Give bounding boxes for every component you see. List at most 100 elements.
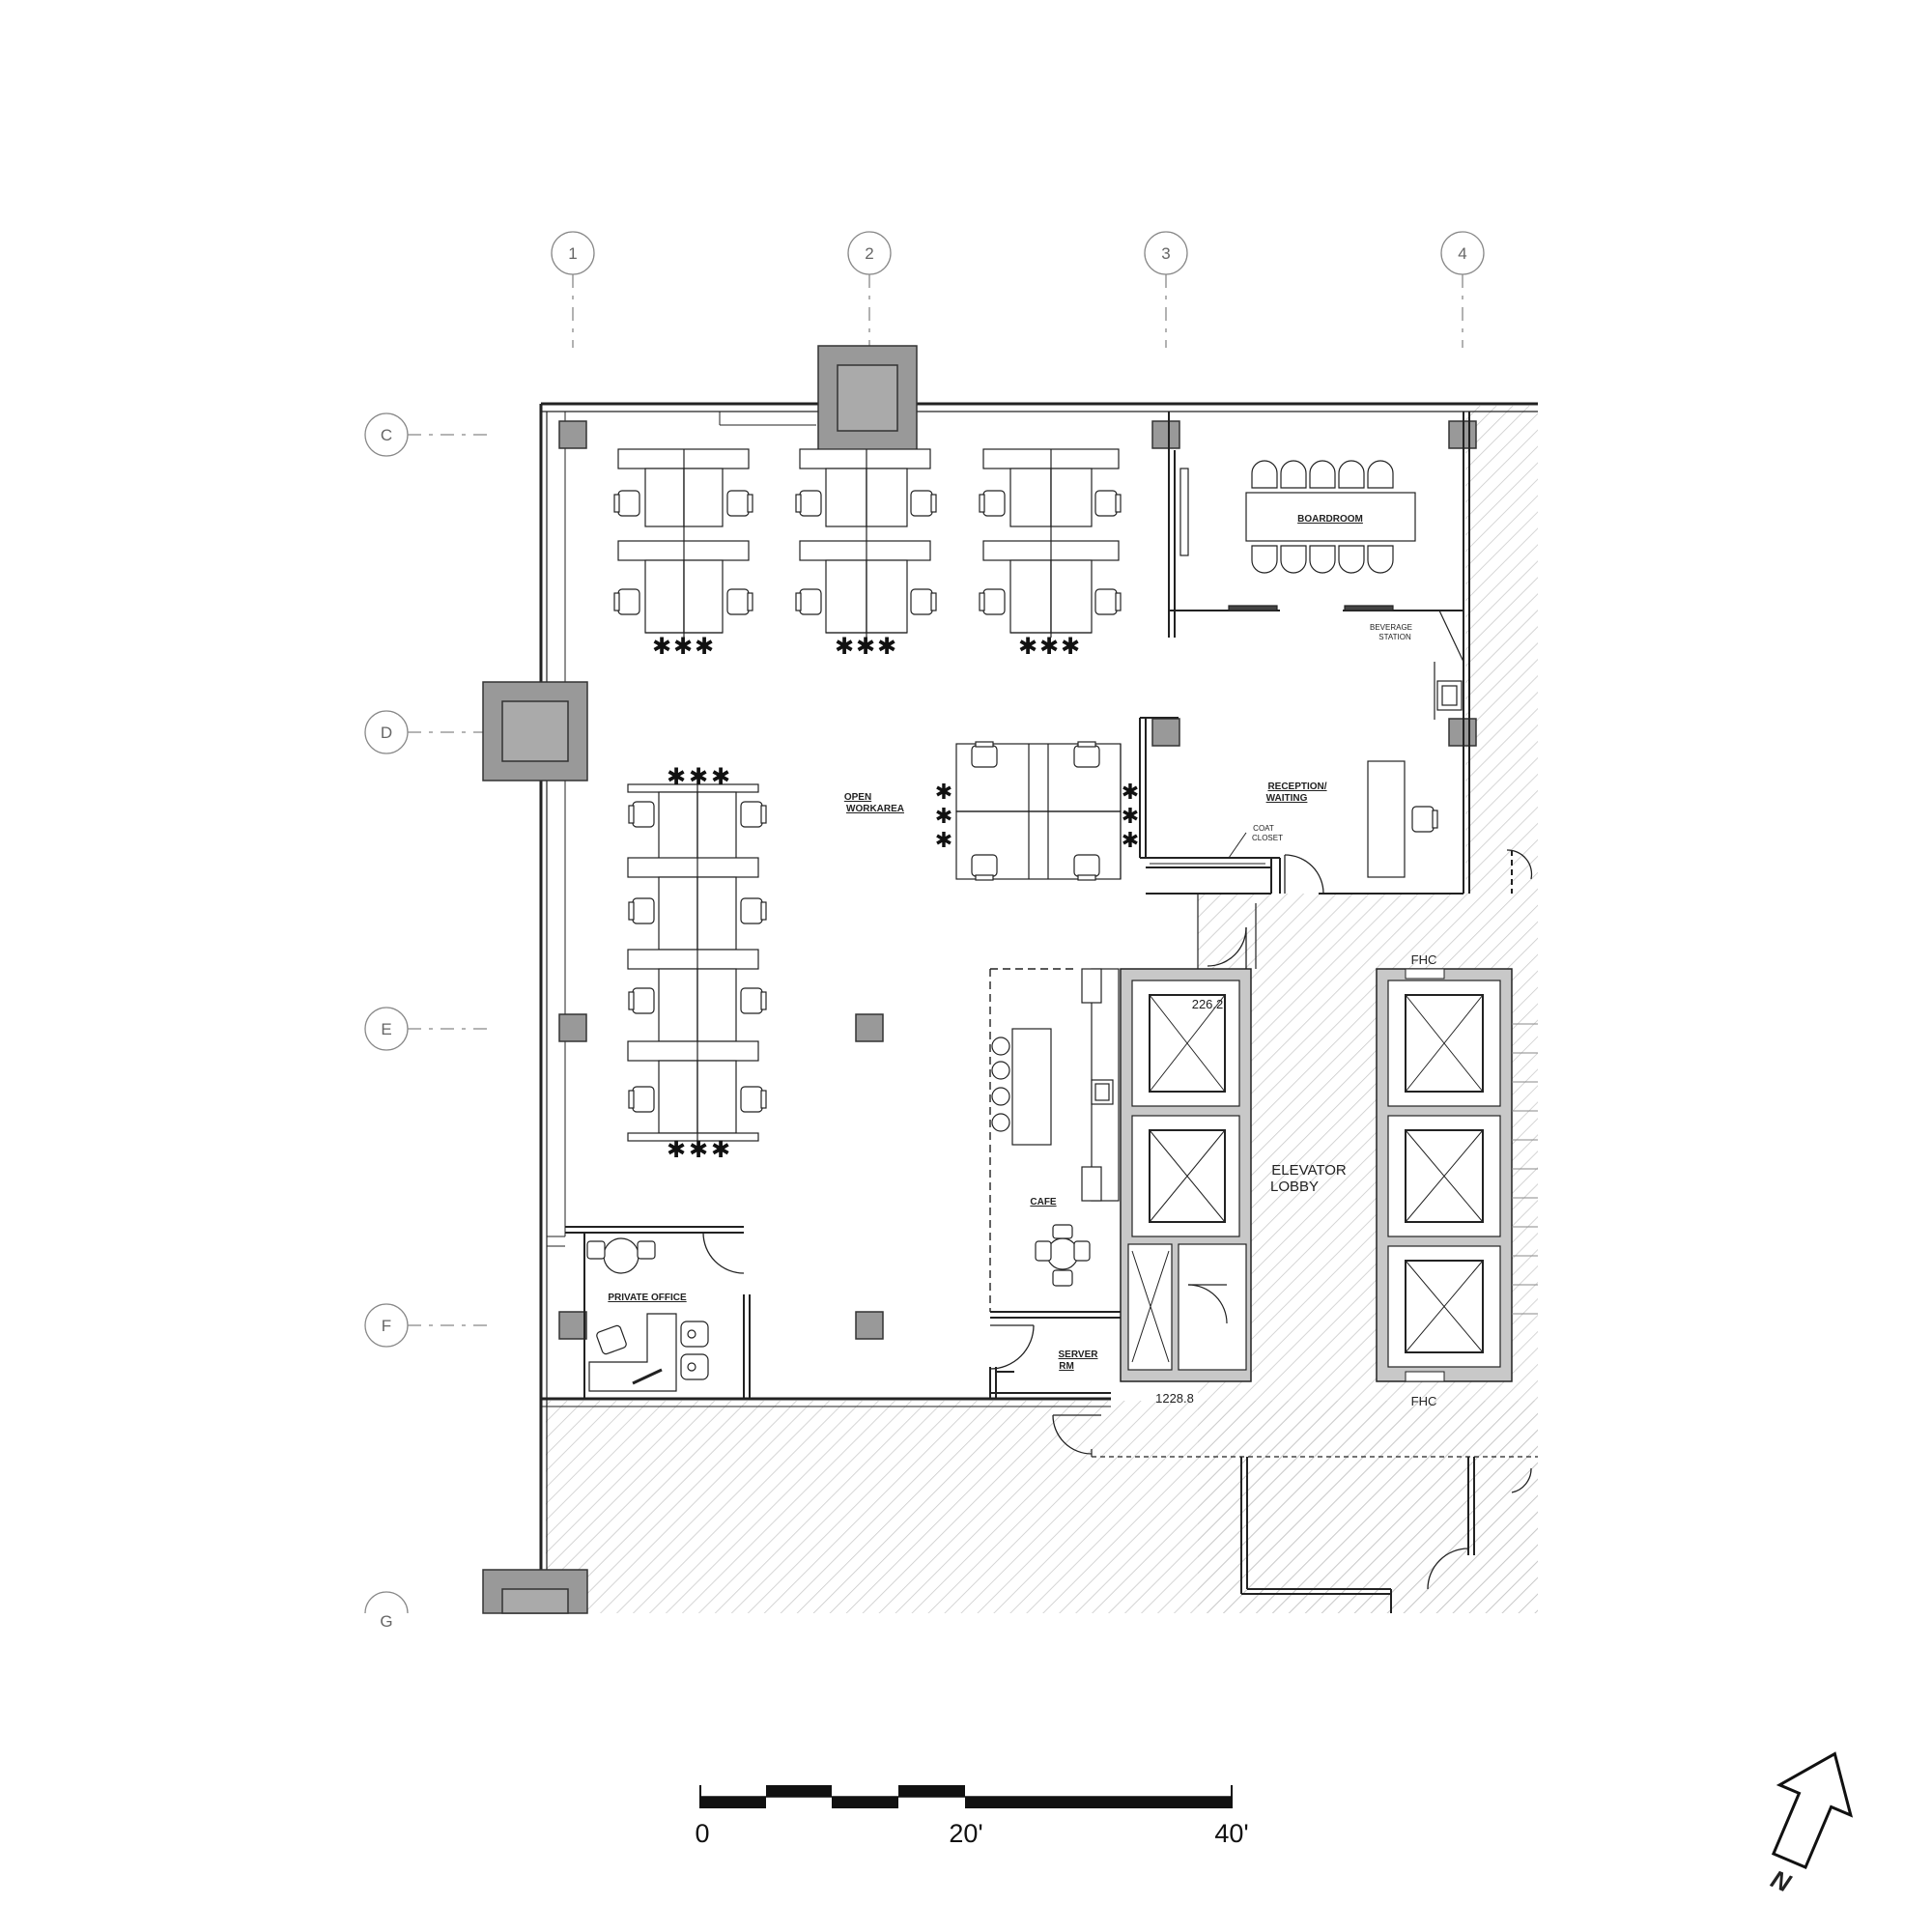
room-labels: BOARDROOM BEVERAGE STATION OPEN WORKAREA… bbox=[608, 514, 1412, 1372]
workstation-cluster-1 bbox=[617, 448, 750, 638]
grid-rows bbox=[364, 412, 488, 1614]
svg-text:✱: ✱ bbox=[673, 633, 693, 660]
annotations: FHC FHC 226.2 1228.8 bbox=[1155, 952, 1436, 1408]
elevator-core-right bbox=[1376, 968, 1538, 1382]
reception-desk bbox=[1367, 760, 1406, 878]
label-boardroom: BOARDROOM bbox=[1297, 514, 1363, 525]
scale-label-40: 40' bbox=[1214, 1819, 1248, 1848]
door-suite-entry bbox=[1052, 1414, 1101, 1455]
grid-bubble-3 bbox=[1144, 231, 1188, 348]
scale-label-20: 20' bbox=[949, 1819, 982, 1848]
grid-label-3: 3 bbox=[1161, 244, 1170, 263]
column-2f bbox=[855, 1311, 884, 1340]
label-fhc-top: FHC bbox=[1411, 952, 1437, 967]
svg-text:✱: ✱ bbox=[667, 763, 686, 790]
grid-row-labels: C D E F G bbox=[380, 426, 392, 1631]
boardroom-chairs bbox=[1251, 460, 1394, 574]
grid-bubble-4 bbox=[1440, 231, 1485, 348]
svg-text:✱: ✱ bbox=[935, 781, 952, 805]
grid-label-2: 2 bbox=[865, 244, 873, 263]
svg-text:✱: ✱ bbox=[695, 633, 714, 660]
workstation-cluster-2 bbox=[799, 448, 931, 638]
doors bbox=[702, 849, 1533, 1590]
exterior-walls bbox=[539, 402, 1538, 1613]
door-stair bbox=[1506, 849, 1533, 1493]
svg-text:✱: ✱ bbox=[877, 633, 896, 660]
door-lower-right bbox=[1427, 1548, 1469, 1590]
beverage-station bbox=[1420, 610, 1464, 720]
boardroom-furniture bbox=[1179, 460, 1416, 611]
cafe-table bbox=[1046, 1237, 1079, 1270]
private-office-furniture bbox=[586, 1237, 709, 1392]
boardroom-credenza bbox=[1179, 468, 1189, 556]
elevator-core-left bbox=[1120, 968, 1252, 1382]
grid-bubble-g bbox=[364, 1591, 409, 1614]
column-1f bbox=[558, 1311, 587, 1340]
column-1c bbox=[558, 420, 587, 449]
structural-columns bbox=[482, 345, 1477, 1614]
grid-label-d: D bbox=[381, 724, 392, 742]
svg-text:✱: ✱ bbox=[711, 763, 730, 790]
workstation-cluster-3 bbox=[982, 448, 1120, 638]
label-fhc-bottom: FHC bbox=[1411, 1394, 1437, 1408]
north-arrow-icon: N bbox=[1767, 1751, 1854, 1898]
label-elev-top: 226.2 bbox=[1192, 997, 1224, 1011]
workstation-cluster-left bbox=[627, 783, 759, 1142]
column-large-1d bbox=[482, 681, 588, 781]
svg-text:✱: ✱ bbox=[711, 1136, 730, 1163]
door-reception bbox=[1284, 854, 1324, 895]
svg-text:✱: ✱ bbox=[935, 805, 952, 829]
svg-text:✱: ✱ bbox=[856, 633, 875, 660]
label-open-workarea-2: WORKAREA bbox=[846, 804, 904, 814]
svg-text:✱: ✱ bbox=[652, 633, 671, 660]
label-beverage-station-2: STATION bbox=[1378, 633, 1411, 641]
plants-center: ✱✱✱ ✱✱✱ bbox=[935, 781, 1139, 853]
grid-label-4: 4 bbox=[1458, 244, 1466, 263]
grid-label-f: F bbox=[382, 1317, 391, 1335]
column-1e bbox=[558, 1013, 587, 1042]
cafe-furniture bbox=[991, 968, 1120, 1287]
label-server-room-2: RM bbox=[1059, 1361, 1074, 1372]
chairs-top-row bbox=[613, 490, 1122, 615]
boardroom-table bbox=[1245, 492, 1416, 542]
door-server bbox=[989, 1324, 1035, 1370]
svg-text:✱: ✱ bbox=[667, 1136, 686, 1163]
label-cafe: CAFE bbox=[1030, 1197, 1057, 1208]
column-3d bbox=[1151, 718, 1180, 747]
column-large-1g bbox=[482, 1569, 588, 1614]
svg-text:✱: ✱ bbox=[1061, 633, 1080, 660]
svg-text:✱: ✱ bbox=[935, 829, 952, 853]
north-label: N bbox=[1767, 1864, 1796, 1898]
label-open-workarea-1: OPEN bbox=[844, 792, 871, 803]
label-elevator-lobby-1: ELEVATOR bbox=[1271, 1162, 1347, 1179]
grid-label-g: G bbox=[380, 1612, 392, 1631]
grid-label-c: C bbox=[381, 426, 392, 444]
scale-label-0: 0 bbox=[695, 1819, 709, 1848]
cafe-counter-island bbox=[1011, 1028, 1052, 1146]
svg-text:✱: ✱ bbox=[689, 1136, 708, 1163]
svg-text:✱: ✱ bbox=[835, 633, 854, 660]
grid-columns bbox=[551, 231, 1485, 348]
label-beverage-station-1: BEVERAGE bbox=[1370, 623, 1412, 632]
door-lobby-corridor bbox=[1207, 926, 1247, 969]
door-private-office bbox=[702, 1232, 745, 1274]
label-coat-closet-2: CLOSET bbox=[1252, 834, 1283, 842]
svg-text:✱: ✱ bbox=[1122, 781, 1139, 805]
plants-top-row: ✱✱✱ ✱✱✱ ✱✱✱ bbox=[652, 633, 1080, 660]
svg-text:✱: ✱ bbox=[1039, 633, 1059, 660]
chairs-center bbox=[971, 741, 1100, 881]
label-reception-2: WAITING bbox=[1266, 793, 1308, 804]
interior-walls bbox=[565, 412, 1538, 1613]
svg-text:✱: ✱ bbox=[1122, 805, 1139, 829]
grid-label-1: 1 bbox=[568, 244, 577, 263]
chairs-left-column bbox=[628, 801, 767, 1113]
plants-left-column: ✱✱✱ ✱✱✱ bbox=[667, 763, 730, 1163]
label-elevator-lobby-2: LOBBY bbox=[1270, 1179, 1319, 1195]
label-server-room-1: SERVER bbox=[1059, 1350, 1099, 1360]
scale-bar: 0 20' 40' bbox=[695, 1785, 1249, 1848]
meeting-table bbox=[603, 1237, 639, 1274]
column-2e bbox=[855, 1013, 884, 1042]
label-elev-bottom: 1228.8 bbox=[1155, 1391, 1194, 1406]
svg-text:✱: ✱ bbox=[1122, 829, 1139, 853]
